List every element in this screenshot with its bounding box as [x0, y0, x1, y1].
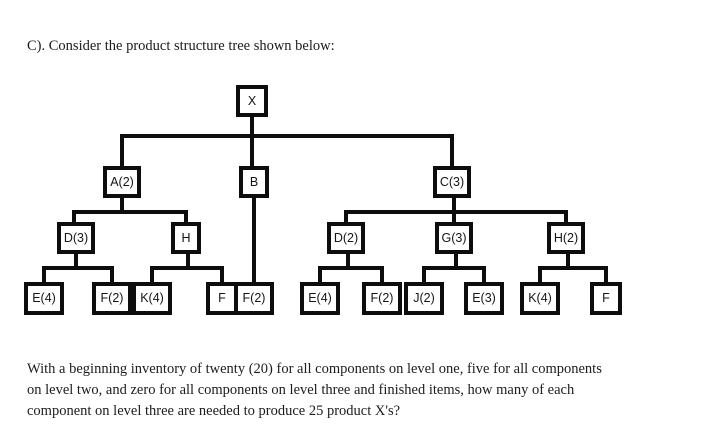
- edge-root-stem: [250, 116, 254, 138]
- edge-level1-bus: [120, 134, 454, 138]
- node-c-d-e[interactable]: E(4): [300, 282, 340, 315]
- node-x[interactable]: X: [236, 85, 268, 117]
- node-c-h-f[interactable]: F: [590, 282, 622, 315]
- node-a-h[interactable]: H: [171, 222, 201, 254]
- edge-c-to-h: [564, 210, 568, 222]
- node-c[interactable]: C(3): [433, 166, 471, 198]
- node-c-d-f[interactable]: F(2): [362, 282, 402, 315]
- edge-bus-to-b: [250, 134, 254, 166]
- edge-ad-to-e: [42, 266, 46, 282]
- edge-c-to-d: [344, 210, 348, 222]
- node-b-f[interactable]: F(2): [234, 282, 274, 315]
- edge-ah-to-k: [150, 266, 154, 282]
- node-a-d-e[interactable]: E(4): [24, 282, 64, 315]
- edge-c-stem: [452, 198, 456, 212]
- edge-bus-to-c: [450, 134, 454, 166]
- edge-cg-to-e: [482, 266, 486, 282]
- node-a-d-f[interactable]: F(2): [92, 282, 132, 315]
- edge-a-bus: [72, 210, 188, 214]
- node-c-g-e[interactable]: E(3): [464, 282, 504, 315]
- node-c-h[interactable]: H(2): [547, 222, 585, 254]
- node-c-d[interactable]: D(2): [327, 222, 365, 254]
- edge-c-bus: [344, 210, 568, 214]
- node-a[interactable]: A(2): [103, 166, 141, 198]
- edge-ad-bus: [42, 266, 114, 270]
- node-c-h-k[interactable]: K(4): [520, 282, 560, 315]
- edge-ah-bus: [150, 266, 224, 270]
- node-a-h-k[interactable]: K(4): [132, 282, 172, 315]
- node-a-d[interactable]: D(3): [57, 222, 95, 254]
- edge-cg-to-j: [422, 266, 426, 282]
- question-line-1: With a beginning inventory of twenty (20…: [27, 361, 602, 377]
- edge-cd-to-f: [380, 266, 384, 282]
- edge-ad-to-f: [110, 266, 114, 282]
- edge-ad-stem: [74, 254, 78, 268]
- edge-ch-bus: [538, 266, 608, 270]
- edge-cg-bus: [422, 266, 486, 270]
- edge-ch-stem: [566, 254, 570, 268]
- edge-cd-bus: [318, 266, 384, 270]
- edge-cd-stem: [346, 254, 350, 268]
- edge-ah-stem: [186, 254, 190, 268]
- node-c-g[interactable]: G(3): [435, 222, 473, 254]
- node-b[interactable]: B: [239, 166, 269, 198]
- edge-cg-stem: [454, 254, 458, 268]
- edge-a-to-h: [184, 210, 188, 222]
- edge-ch-to-k: [538, 266, 542, 282]
- edge-a-to-d: [72, 210, 76, 222]
- question-text: With a beginning inventory of twenty (20…: [27, 359, 682, 422]
- question-line-3: component on level three are needed to p…: [27, 403, 401, 419]
- intro-text: C). Consider the product structure tree …: [27, 38, 335, 54]
- edge-bus-to-a: [120, 134, 124, 166]
- question-line-2: on level two, and zero for all component…: [27, 382, 575, 398]
- edge-c-to-g: [452, 210, 456, 222]
- edge-ch-to-f: [604, 266, 608, 282]
- edge-ah-to-f: [220, 266, 224, 282]
- edge-b-to-f: [252, 198, 256, 282]
- node-c-g-j[interactable]: J(2): [404, 282, 444, 315]
- edge-cd-to-e: [318, 266, 322, 282]
- edge-a-stem: [120, 198, 124, 212]
